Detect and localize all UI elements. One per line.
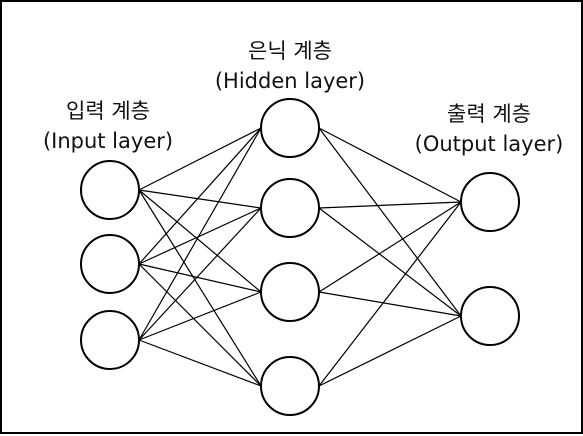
connection-input-2-to-hidden-4	[138, 263, 262, 387]
hidden-layer-label: 은닉 계층 (Hidden layer)	[215, 36, 365, 96]
connection-input-1-to-hidden-2	[138, 189, 262, 209]
hidden-node-3	[260, 262, 320, 322]
connection-input-3-to-hidden-1	[138, 127, 262, 341]
nodes-group	[80, 98, 520, 416]
connection-input-3-to-hidden-3	[138, 291, 262, 341]
output-node-1	[460, 172, 520, 232]
input-layer-label: 입력 계층 (Input layer)	[43, 96, 173, 156]
output-layer-label: 출력 계층 (Output layer)	[415, 99, 564, 159]
connection-input-1-to-hidden-1	[138, 127, 262, 191]
connection-input-1-to-hidden-3	[138, 189, 262, 293]
hidden-node-1	[260, 98, 320, 158]
connection-input-2-to-hidden-2	[138, 207, 262, 265]
connection-hidden-1-to-output-2	[318, 127, 462, 317]
hidden-layer-name-en: (Hidden layer)	[214, 69, 366, 93]
connection-hidden-2-to-output-2	[318, 207, 462, 317]
output-node-2	[460, 286, 520, 346]
connection-hidden-2-to-output-1	[318, 201, 462, 209]
hidden-node-4	[260, 356, 320, 416]
input-node-3	[80, 310, 140, 370]
connection-input-3-to-hidden-4	[138, 339, 262, 387]
connection-input-3-to-hidden-2	[138, 207, 262, 341]
hidden-node-2	[260, 178, 320, 238]
connection-hidden-4-to-output-1	[318, 201, 462, 387]
input-layer-name-en: (Input layer)	[42, 129, 174, 153]
connection-hidden-1-to-output-1	[318, 127, 462, 203]
connection-hidden-4-to-output-2	[318, 315, 462, 387]
input-node-1	[80, 160, 140, 220]
connection-hidden-3-to-output-2	[318, 291, 462, 317]
connection-input-2-to-hidden-3	[138, 263, 262, 293]
input-layer-name-ko: 입력 계층	[66, 99, 150, 123]
hidden-layer-name-ko: 은닉 계층	[248, 39, 332, 63]
connection-input-1-to-hidden-4	[138, 189, 262, 387]
connection-hidden-3-to-output-1	[318, 201, 462, 293]
output-layer-name-en: (Output layer)	[414, 132, 564, 156]
input-node-2	[80, 234, 140, 294]
connections-group	[138, 127, 462, 387]
connection-input-2-to-hidden-1	[138, 127, 262, 265]
output-layer-name-ko: 출력 계층	[447, 102, 531, 126]
